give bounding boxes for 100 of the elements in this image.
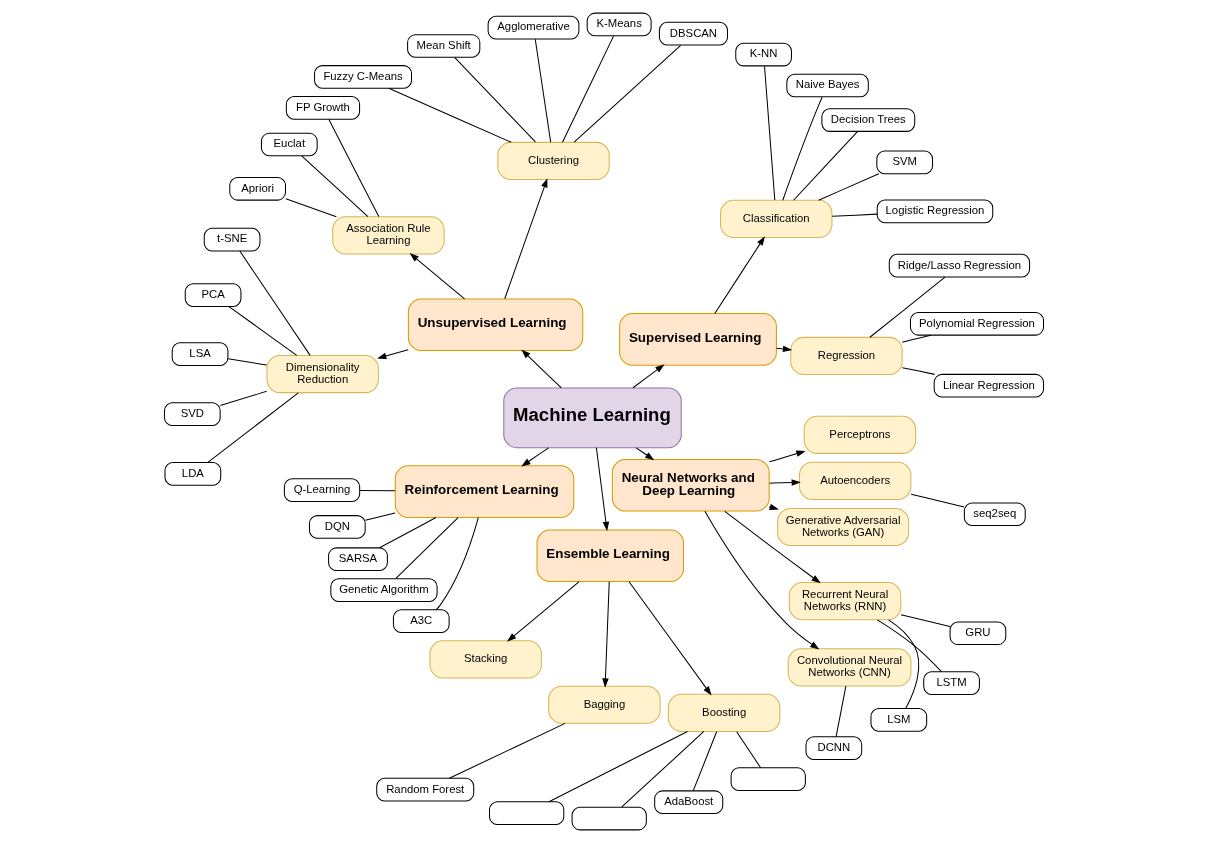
connector — [835, 685, 846, 737]
connector — [868, 276, 945, 338]
connector — [876, 618, 942, 672]
connector — [453, 56, 536, 142]
node-box: Association Rule Learning — [331, 215, 445, 254]
node-box: Machine Learning — [502, 386, 682, 448]
node-box: Linear Regression — [933, 373, 1044, 398]
arrow — [409, 252, 465, 299]
arrow — [632, 363, 665, 388]
node-box: Polynomial Regression — [909, 311, 1044, 336]
node-box: LDA — [164, 461, 221, 486]
connector — [792, 130, 858, 201]
node-box: Euclat — [260, 132, 318, 156]
node-box: SVM — [875, 150, 933, 174]
node-box: DQN — [308, 514, 366, 539]
node-box: Classification — [719, 199, 832, 238]
connector — [448, 722, 566, 779]
connector — [620, 730, 704, 807]
node-box: GRU — [949, 620, 1006, 645]
node-box: t-SNE — [203, 227, 260, 251]
node-box: Ridge/Lasso Regression — [888, 253, 1030, 277]
node-box: LSA — [171, 341, 228, 366]
node-box: FP Growth — [285, 95, 360, 120]
arrow — [595, 446, 609, 531]
node-box: seq2seq — [963, 501, 1026, 526]
arrow — [703, 510, 819, 650]
arrow — [506, 580, 580, 642]
arrow — [520, 446, 549, 467]
connector — [228, 305, 297, 356]
arrow — [503, 177, 547, 299]
connector — [238, 250, 311, 356]
node-box: K-Means — [586, 12, 652, 36]
node-box: LSTM — [922, 670, 980, 695]
connector — [887, 618, 919, 709]
node-box: Perceptrons — [803, 415, 916, 454]
arrow — [768, 450, 806, 462]
connector — [692, 730, 717, 791]
node-box: Regression — [789, 336, 903, 375]
connector — [358, 489, 396, 491]
connector — [901, 334, 931, 343]
node-box: Dimensionality Reduction — [265, 354, 379, 393]
connector — [206, 391, 299, 463]
connector — [763, 65, 775, 201]
node-box — [571, 806, 647, 830]
connector — [364, 512, 396, 521]
arrow — [520, 349, 562, 388]
arrow — [713, 235, 765, 314]
node-box: DBSCAN — [658, 21, 728, 46]
connector — [573, 44, 681, 143]
node-box: Agglomerative — [487, 15, 579, 39]
connector — [219, 390, 267, 406]
connector — [394, 516, 459, 579]
node-box: Stacking — [428, 639, 542, 678]
node-box: Clustering — [496, 141, 610, 180]
arrow — [628, 580, 712, 695]
node-box: AdaBoost — [653, 789, 723, 814]
node-box: Recurrent Neural Networks (RNN) — [788, 581, 901, 620]
node-box: Supervised Learning — [618, 312, 777, 366]
node-box: Mean Shift — [406, 33, 480, 58]
arrow — [768, 503, 779, 510]
node-box: Logistic Regression — [876, 199, 993, 223]
connector — [901, 366, 935, 375]
node-box: Fuzzy C-Means — [313, 64, 412, 89]
node-box: PCA — [184, 282, 241, 307]
node-box: Random Forest — [375, 777, 474, 802]
node-box: A3C — [392, 608, 450, 633]
arrow — [376, 348, 409, 359]
connector — [831, 213, 878, 217]
node-box: LSM — [869, 707, 927, 732]
connector — [910, 493, 965, 507]
connector — [534, 38, 551, 143]
connector — [387, 87, 512, 143]
connector — [378, 516, 436, 548]
connector — [327, 118, 379, 217]
node-box: Naive Bayes — [785, 73, 869, 97]
connector — [284, 197, 337, 217]
node-box: Reinforcement Learning — [394, 464, 574, 518]
connector — [561, 35, 614, 143]
node-box: SARSA — [327, 546, 388, 571]
node-box: DCNN — [804, 735, 862, 760]
node-box: Unsupervised Learning — [407, 297, 583, 351]
connector — [435, 516, 479, 610]
node-box: K-NN — [734, 42, 792, 66]
node-box: Q-Learning — [283, 477, 360, 502]
connector — [735, 730, 761, 768]
node-box: Generative Adversarial Networks (GAN) — [776, 507, 909, 546]
node-box: Bagging — [547, 685, 661, 724]
node-box: Ensemble Learning — [536, 528, 684, 582]
connector — [817, 172, 879, 201]
node-box: Genetic Algorithm — [329, 577, 438, 602]
node-box: Boosting — [667, 693, 780, 732]
node-box — [488, 800, 564, 825]
arrow — [723, 510, 821, 583]
node-box — [730, 766, 806, 791]
node-box: SVD — [163, 401, 221, 426]
connector — [227, 357, 267, 365]
connector — [900, 613, 950, 627]
node-box: Autoencoders — [798, 461, 911, 500]
arrow — [635, 446, 654, 460]
connector — [781, 96, 823, 201]
